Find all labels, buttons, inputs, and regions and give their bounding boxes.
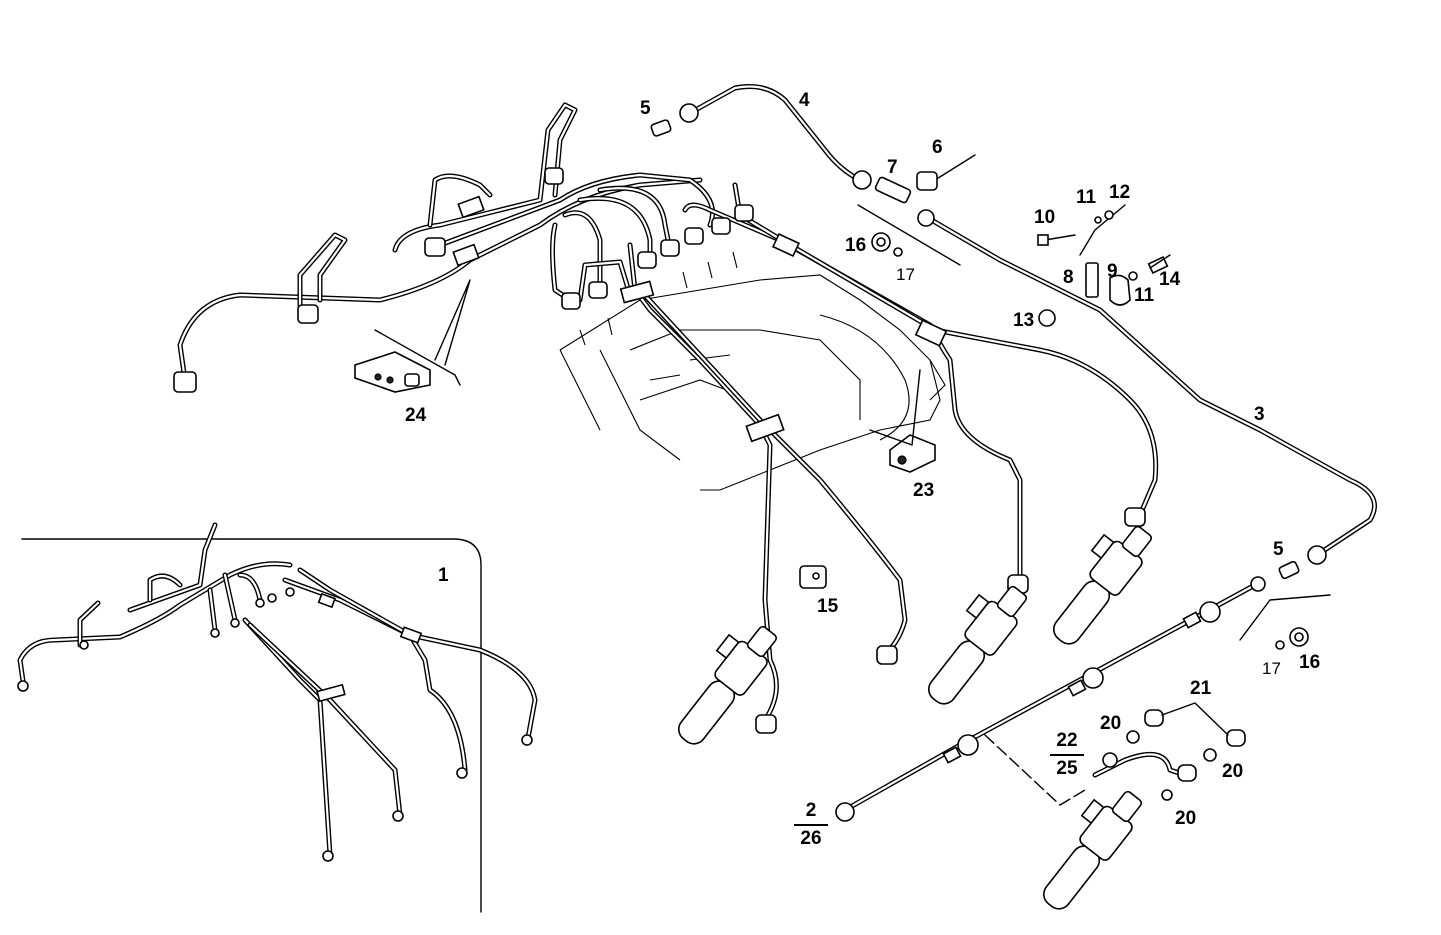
callout-15: 15 (817, 596, 839, 617)
inset-frame (21, 538, 482, 913)
main-pipe-bundle (177, 102, 1159, 723)
callout-5-bottom: 5 (1273, 539, 1284, 560)
callout-11-top: 11 (1076, 187, 1097, 208)
callout-22-25: 22 25 (1050, 730, 1084, 781)
callout-20-right: 20 (1222, 761, 1244, 782)
callout-17-bottom: 17 (1262, 659, 1281, 678)
engine-block (559, 251, 946, 491)
callout-7: 7 (887, 157, 898, 178)
clamp-blocks (354, 279, 936, 473)
return-line (679, 84, 1377, 565)
callout-20-bottom: 20 (1175, 808, 1197, 829)
leak-off-rail (835, 576, 1266, 822)
callout-12: 12 (1109, 182, 1131, 203)
pipe-nuts (173, 167, 1146, 734)
fraction-top: 2 (805, 800, 817, 821)
callout-3: 3 (1254, 404, 1265, 425)
inset-assembly (17, 522, 538, 862)
callout-16-bottom: 16 (1299, 652, 1321, 673)
callout-14: 14 (1159, 269, 1181, 290)
callout-10: 10 (1034, 207, 1056, 228)
callout-17-top: 17 (896, 265, 915, 284)
callout-11-bottom: 11 (1134, 285, 1155, 306)
callout-20-left: 20 (1100, 713, 1122, 734)
callout-16-top: 16 (845, 235, 867, 256)
small-parts (650, 119, 1331, 806)
callout-1: 1 (438, 565, 449, 586)
callout-13: 13 (1013, 310, 1035, 331)
callout-2-26: 2 26 (794, 800, 828, 851)
pipe-clamps (452, 195, 948, 443)
callout-24: 24 (405, 405, 427, 426)
fraction-top: 22 (1056, 730, 1078, 751)
callout-4: 4 (799, 90, 810, 111)
fraction-bottom: 25 (1056, 757, 1078, 779)
callout-23: 23 (913, 480, 935, 501)
callout-5-top: 5 (640, 98, 651, 119)
fraction-bar (794, 823, 828, 826)
callout-8: 8 (1063, 267, 1074, 288)
fraction-bar (1050, 753, 1084, 756)
injectors (678, 525, 1153, 910)
fraction-bottom: 26 (800, 827, 822, 849)
callout-21: 21 (1190, 678, 1212, 699)
callout-6: 6 (932, 137, 943, 158)
callout-9: 9 (1107, 261, 1118, 282)
